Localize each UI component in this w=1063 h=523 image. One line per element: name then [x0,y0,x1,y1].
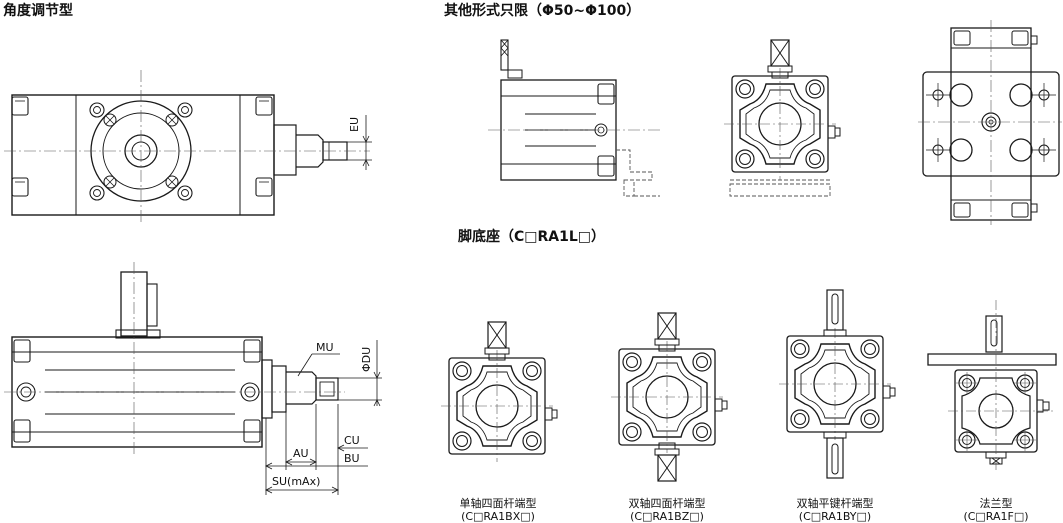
dim-au: AU [293,447,309,460]
other-forms-side-view [488,39,660,197]
variant-bz-drawing [610,312,728,482]
variant-name: 双轴平键杆端型 [796,497,874,510]
variant-code: (C□RA1BX□) [461,510,535,523]
dim-bu: BU [344,452,360,465]
other-forms-double-view [918,20,1062,225]
variant-f-drawing [927,300,1057,470]
variant-caption-bx: 单轴四面杆端型 (C□RA1BX□) [428,497,568,523]
variant-code: (C□RA1BZ□) [630,510,704,523]
angle-type-top-view [4,70,372,225]
variant-caption-by: 双轴平键杆端型 (C□RA1BY□) [765,497,905,523]
heading-foot-mount: 脚底座（C□RA1L□） [458,229,606,245]
dim-cu: CU [344,434,360,447]
angle-type-side-view [4,262,382,495]
variant-code: (C□RA1F□) [963,510,1029,523]
variant-name: 法兰型 [979,497,1013,510]
heading-other-forms: 其他形式只限（Φ50~Φ100） [444,3,641,19]
variant-bx-drawing [440,321,558,463]
dim-mu: MU [316,341,334,354]
variant-name: 单轴四面杆端型 [459,497,537,510]
heading-angle-type: 角度调节型 [3,3,73,19]
other-forms-portface-view [723,39,841,197]
dim-eu: EU [348,117,361,132]
dim-su: SU(mAx) [272,475,320,488]
variant-code: (C□RA1BY□) [798,510,872,523]
variant-by-drawing [778,289,896,479]
variant-name: 双轴四面杆端型 [628,497,706,510]
dim-du: ΦDU [360,347,373,372]
variant-caption-bz: 双轴四面杆端型 (C□RA1BZ□) [597,497,737,523]
variant-caption-f: 法兰型 (C□RA1F□) [926,497,1063,523]
